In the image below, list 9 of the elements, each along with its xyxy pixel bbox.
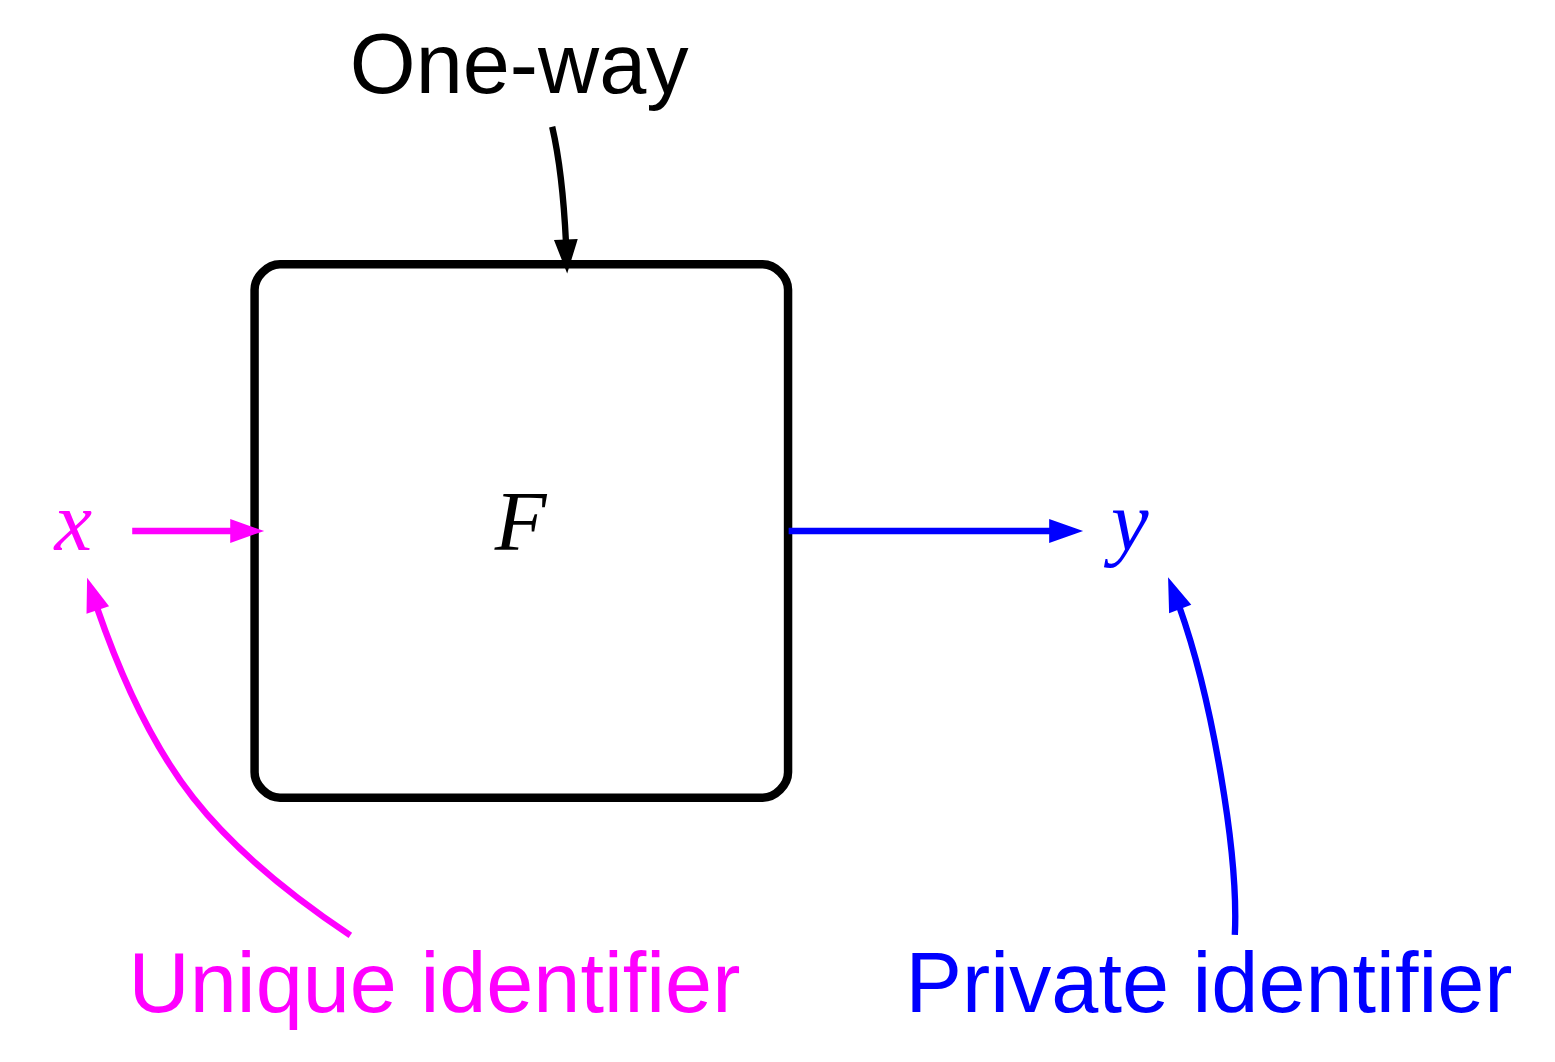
- node-text: Private identifier: [905, 934, 1513, 1030]
- arrow: [86, 577, 352, 938]
- arrow: [131, 519, 264, 543]
- arrow: [548, 126, 578, 274]
- node-text: Unique identifier: [128, 934, 740, 1030]
- node-box: F: [249, 260, 792, 802]
- node-text: One-way: [349, 15, 689, 111]
- node-text: x: [54, 475, 92, 569]
- arrow: [1167, 577, 1238, 935]
